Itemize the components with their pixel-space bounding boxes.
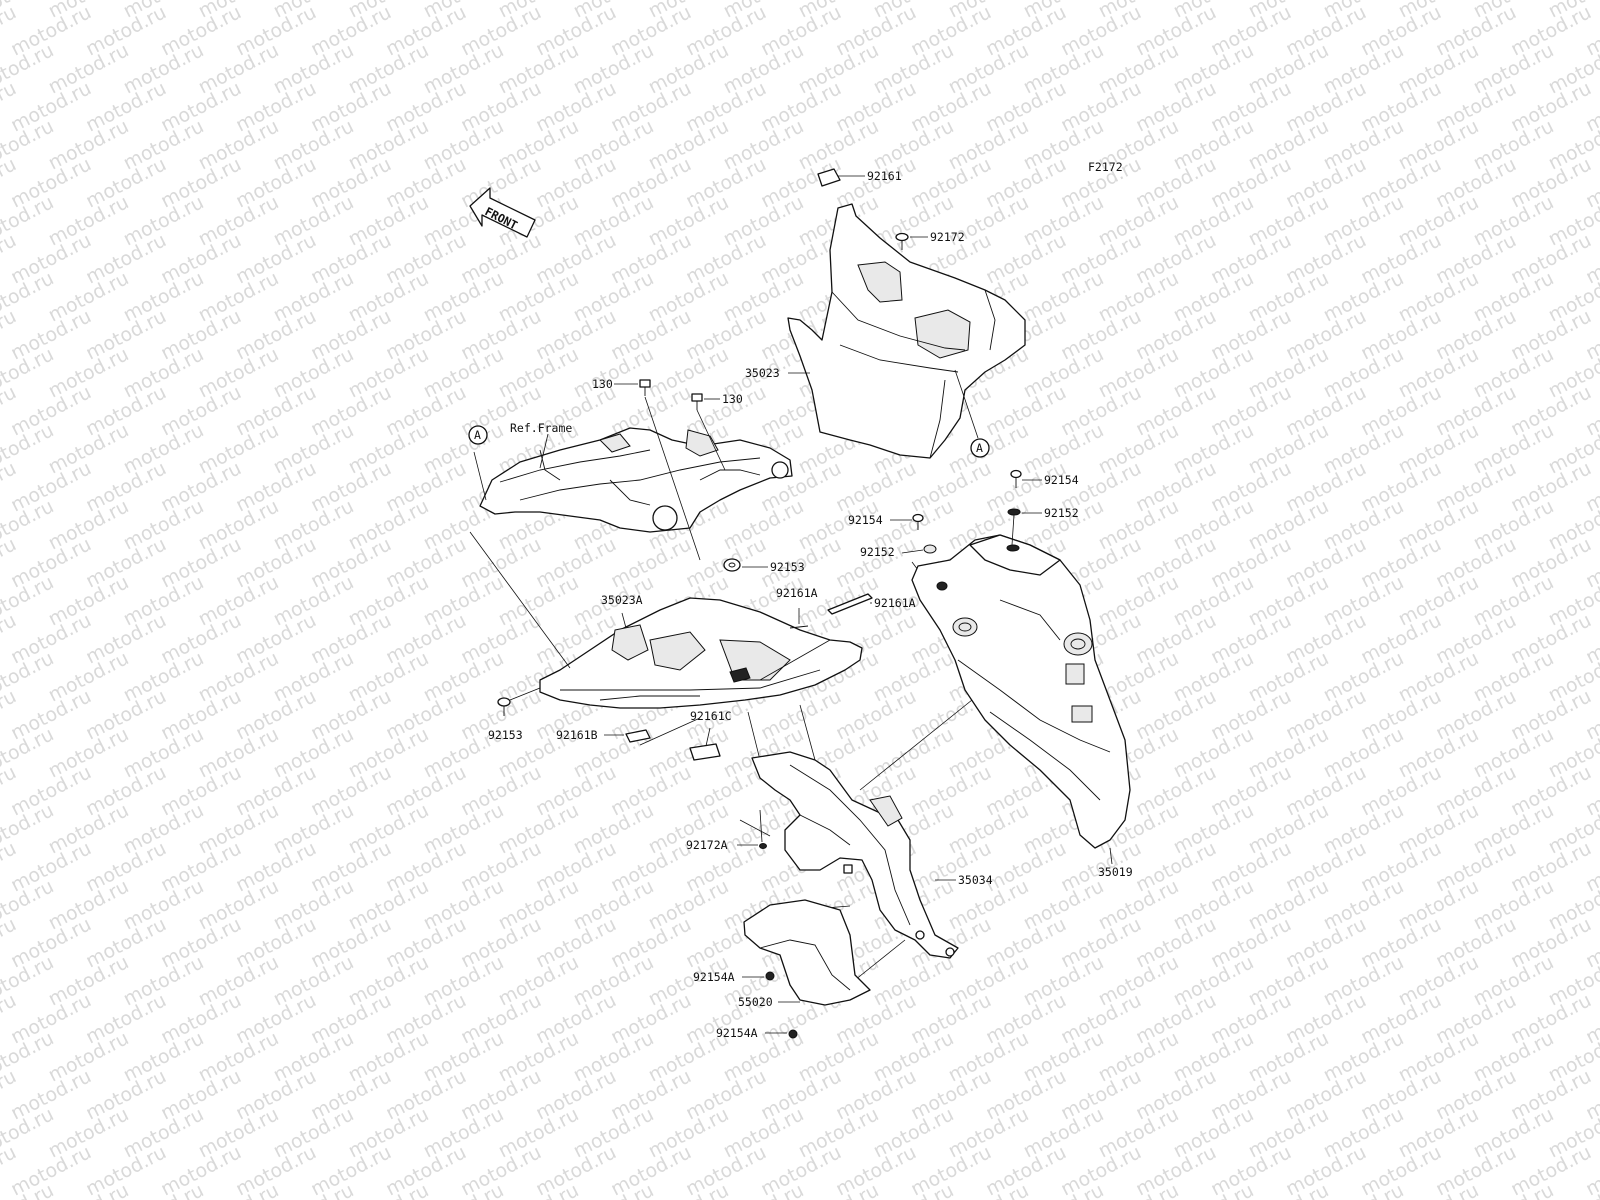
pad-92161A-small (789, 608, 809, 629)
rear-fender-35019 (911, 534, 1131, 865)
label-130-left: 130 (592, 377, 613, 391)
bolt-130-right (691, 393, 726, 471)
pad-92161A-strip (827, 593, 873, 615)
front-arrow-icon: FRONT (469, 187, 536, 238)
plate-55020 (743, 899, 871, 1006)
label-92154-right: 92154 (1044, 473, 1079, 487)
callout-a-right-text: A (976, 441, 983, 455)
screw-92153-lower (497, 687, 541, 716)
label-92161A-small: 92161A (776, 586, 818, 600)
undertray-35023 (787, 203, 1026, 459)
pad-92161B (604, 729, 651, 743)
label-92161A-strip: 92161A (874, 596, 916, 610)
screw-92154-right (1010, 469, 1042, 488)
label-92152-left: 92152 (860, 545, 895, 559)
label-35023: 35023 (745, 366, 780, 380)
label-35023A: 35023A (601, 593, 643, 607)
label-92154-left: 92154 (848, 513, 883, 527)
callout-marker-a-right: A (954, 369, 990, 458)
screw-92172A (737, 809, 767, 849)
frame-reference-label: Ref.Frame (510, 421, 572, 435)
bolt-130-left (614, 379, 701, 561)
label-92161C: 92161C (690, 709, 732, 723)
frame-reference (479, 427, 793, 533)
pad-92161C (689, 727, 721, 761)
washer-92152-right (1007, 508, 1042, 546)
label-92161B: 92161B (556, 728, 598, 742)
label-92152-right: 92152 (1044, 506, 1079, 520)
pad-92161 (817, 168, 865, 187)
callout-a-left-text: A (474, 428, 481, 442)
grommet-92153-upper (723, 558, 768, 572)
label-92153-upper: 92153 (770, 560, 805, 574)
label-92154A-upper: 92154A (693, 970, 735, 984)
bracket-35034 (751, 751, 959, 959)
label-92172: 92172 (930, 230, 965, 244)
diagram-code: F2172 (1088, 160, 1123, 174)
label-130-right: 130 (722, 392, 743, 406)
callout-marker-a-left: A (468, 425, 488, 445)
screw-92172 (895, 232, 928, 250)
label-35034: 35034 (958, 873, 993, 887)
screw-92154-left (890, 513, 924, 530)
inner-tray-35023A (539, 597, 863, 709)
label-92161: 92161 (867, 169, 902, 183)
label-92153-lower: 92153 (488, 728, 523, 742)
label-55020: 55020 (738, 995, 773, 1009)
label-35019: 35019 (1098, 865, 1133, 879)
nut-92154A-upper (742, 971, 775, 981)
washer-92152-left (901, 544, 937, 554)
label-92172A: 92172A (686, 838, 728, 852)
label-92154A-lower: 92154A (716, 1026, 758, 1040)
nut-92154A-lower (765, 1029, 798, 1039)
